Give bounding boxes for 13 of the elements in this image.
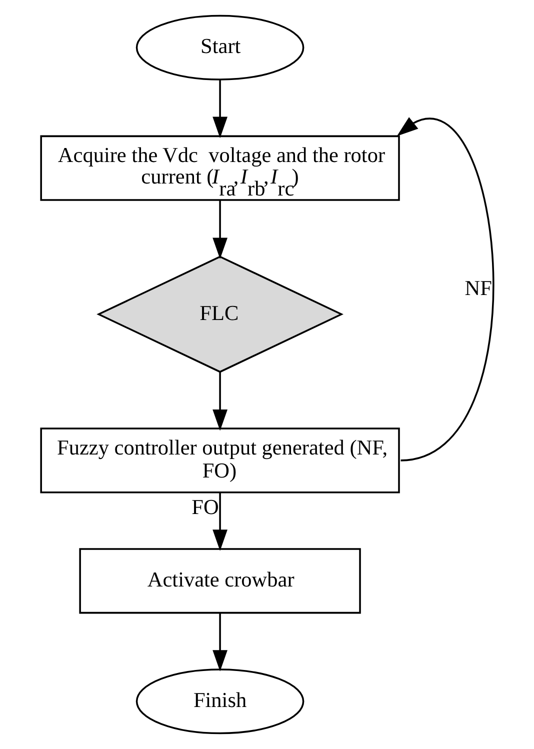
arrow: [212, 613, 227, 672]
node-ellipse: Finish: [135, 668, 304, 734]
arrow: [212, 80, 227, 138]
arrow: [212, 492, 227, 551]
node-box: Fuzzy controller output generated (NF, FO): [40, 428, 400, 494]
arrow: [212, 372, 227, 431]
edge-label: NF: [464, 276, 492, 300]
node-box: Activate crowbar: [78, 548, 360, 614]
node-diamond: FLC: [96, 256, 343, 373]
arrow: [212, 200, 227, 260]
node-ellipse: Start: [135, 14, 304, 80]
arrow: [396, 117, 494, 462]
edge-label: FO: [191, 495, 218, 520]
